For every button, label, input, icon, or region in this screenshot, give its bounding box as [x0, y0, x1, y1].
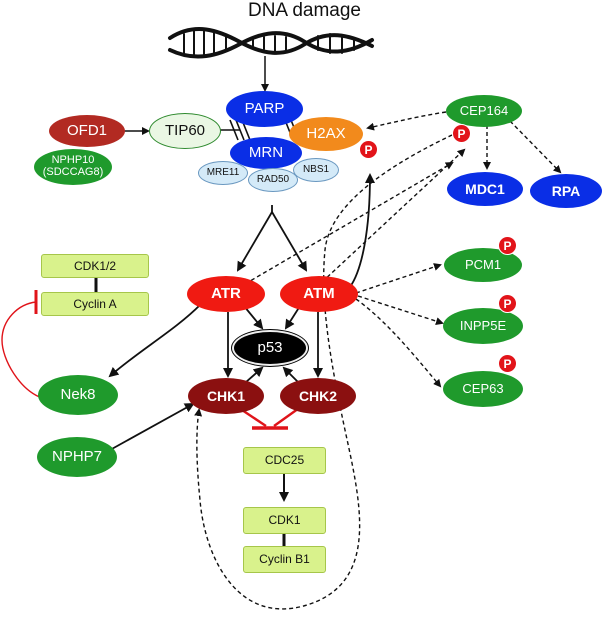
node-cep164[interactable]: CEP164 [446, 95, 522, 127]
node-mrn-label: MRN [248, 144, 284, 162]
edge-atr-nek8 [108, 304, 201, 378]
node-nphp10-alias: (SDCCAG8) [42, 166, 104, 178]
node-cdk1-label: CDK1 [268, 513, 301, 528]
edge-complex-split [236, 205, 308, 272]
edge-atm-inpp5e [357, 295, 444, 325]
node-cyclin-a[interactable]: Cyclin A [41, 292, 149, 316]
edge-atm-p53 [284, 305, 301, 330]
edge-atm-h2ax [349, 173, 375, 288]
node-parp-label: PARP [244, 100, 285, 118]
node-chk1[interactable]: CHK1 [188, 378, 264, 414]
node-ofd1[interactable]: OFD1 [49, 115, 125, 147]
node-p53[interactable]: p53 [232, 330, 308, 366]
edge-atm-pcm1 [355, 263, 442, 294]
edge-atm-cep63 [355, 298, 442, 388]
node-cep63[interactable]: CEP63 [443, 371, 523, 407]
node-inpp5e-label: INPP5E [459, 318, 507, 334]
node-rpa[interactable]: RPA [530, 174, 602, 208]
node-atr-label: ATR [211, 285, 241, 303]
phospho-badge-pcm1: P [498, 236, 517, 255]
edge-nphp7-chk1 [109, 403, 195, 451]
node-nek8-label: Nek8 [60, 386, 96, 404]
edge-atr-p53 [243, 305, 264, 330]
node-nek8[interactable]: Nek8 [38, 375, 118, 415]
node-cdk12-label: CDK1/2 [73, 258, 117, 273]
node-tip60-label: TIP60 [164, 122, 206, 140]
edge-atr-cep164 [244, 161, 454, 285]
edge-nek8-cyclina [1, 301, 43, 399]
node-p53-label: p53 [257, 339, 283, 357]
node-chk2[interactable]: CHK2 [280, 378, 356, 414]
diagram-title: DNA damage [247, 0, 361, 21]
node-nphp7-label: NPHP7 [51, 448, 103, 466]
node-nbs1-label: NBS1 [302, 163, 330, 175]
node-pcm1-label: PCM1 [464, 257, 502, 273]
edge-chk1-p53 [245, 366, 264, 383]
phospho-badge-inpp5e: P [498, 294, 517, 313]
node-cdk1[interactable]: CDK1 [243, 507, 326, 534]
edge-loop-cep164-chk1 [194, 134, 453, 610]
phospho-label: P [503, 238, 512, 253]
node-cdk12[interactable]: CDK1/2 [41, 254, 149, 278]
node-cyclin-b1[interactable]: Cyclin B1 [243, 546, 326, 573]
node-mdc1-label: MDC1 [465, 180, 505, 197]
phospho-label: P [364, 142, 373, 157]
node-chk1-label: CHK1 [206, 387, 246, 404]
node-nphp7[interactable]: NPHP7 [37, 437, 117, 477]
node-mre11-label: MRE11 [206, 166, 240, 178]
edge-chk2-p53 [282, 366, 299, 383]
node-cyclin-b1-label: Cyclin B1 [259, 552, 310, 567]
node-rad50[interactable]: RAD50 [248, 168, 298, 192]
node-mrn[interactable]: MRN [230, 137, 302, 169]
node-cyclin-a-label: Cyclin A [73, 296, 117, 311]
node-mre11[interactable]: MRE11 [198, 161, 248, 185]
node-cep63-label: CEP63 [462, 381, 504, 397]
edge-cep164-h2ax [366, 111, 447, 131]
node-mdc1[interactable]: MDC1 [447, 172, 523, 206]
node-ofd1-label: OFD1 [66, 122, 107, 140]
phospho-label: P [503, 296, 512, 311]
node-h2ax[interactable]: H2AX [289, 117, 363, 151]
edge-cep164-rpa [509, 120, 562, 174]
node-rpa-label: RPA [551, 182, 581, 199]
node-cep164-label: CEP164 [459, 103, 509, 119]
node-tip60[interactable]: TIP60 [149, 113, 221, 149]
dna-helix-icon [168, 27, 374, 59]
node-inpp5e[interactable]: INPP5E [443, 308, 523, 344]
node-rad50-label: RAD50 [256, 173, 290, 185]
node-atm[interactable]: ATM [280, 276, 358, 312]
phospho-label: P [503, 356, 512, 371]
phospho-badge-cep164: P [452, 124, 471, 143]
node-parp[interactable]: PARP [226, 91, 303, 127]
node-nphp10-label: NPHP10 [51, 154, 95, 167]
node-cdc25[interactable]: CDC25 [243, 447, 326, 474]
node-cdc25-label: CDC25 [264, 453, 305, 468]
node-atr[interactable]: ATR [187, 276, 265, 312]
phospho-badge-h2ax: P [359, 140, 378, 159]
phospho-badge-cep63: P [498, 354, 517, 373]
phospho-label: P [457, 126, 466, 141]
edge-atm-cep164 [321, 148, 466, 283]
node-nphp10[interactable]: NPHP10 (SDCCAG8) [34, 149, 112, 185]
node-nbs1[interactable]: NBS1 [293, 158, 339, 182]
node-chk2-label: CHK2 [298, 387, 338, 404]
node-h2ax-label: H2AX [306, 125, 346, 143]
node-atm-label: ATM [303, 285, 335, 303]
